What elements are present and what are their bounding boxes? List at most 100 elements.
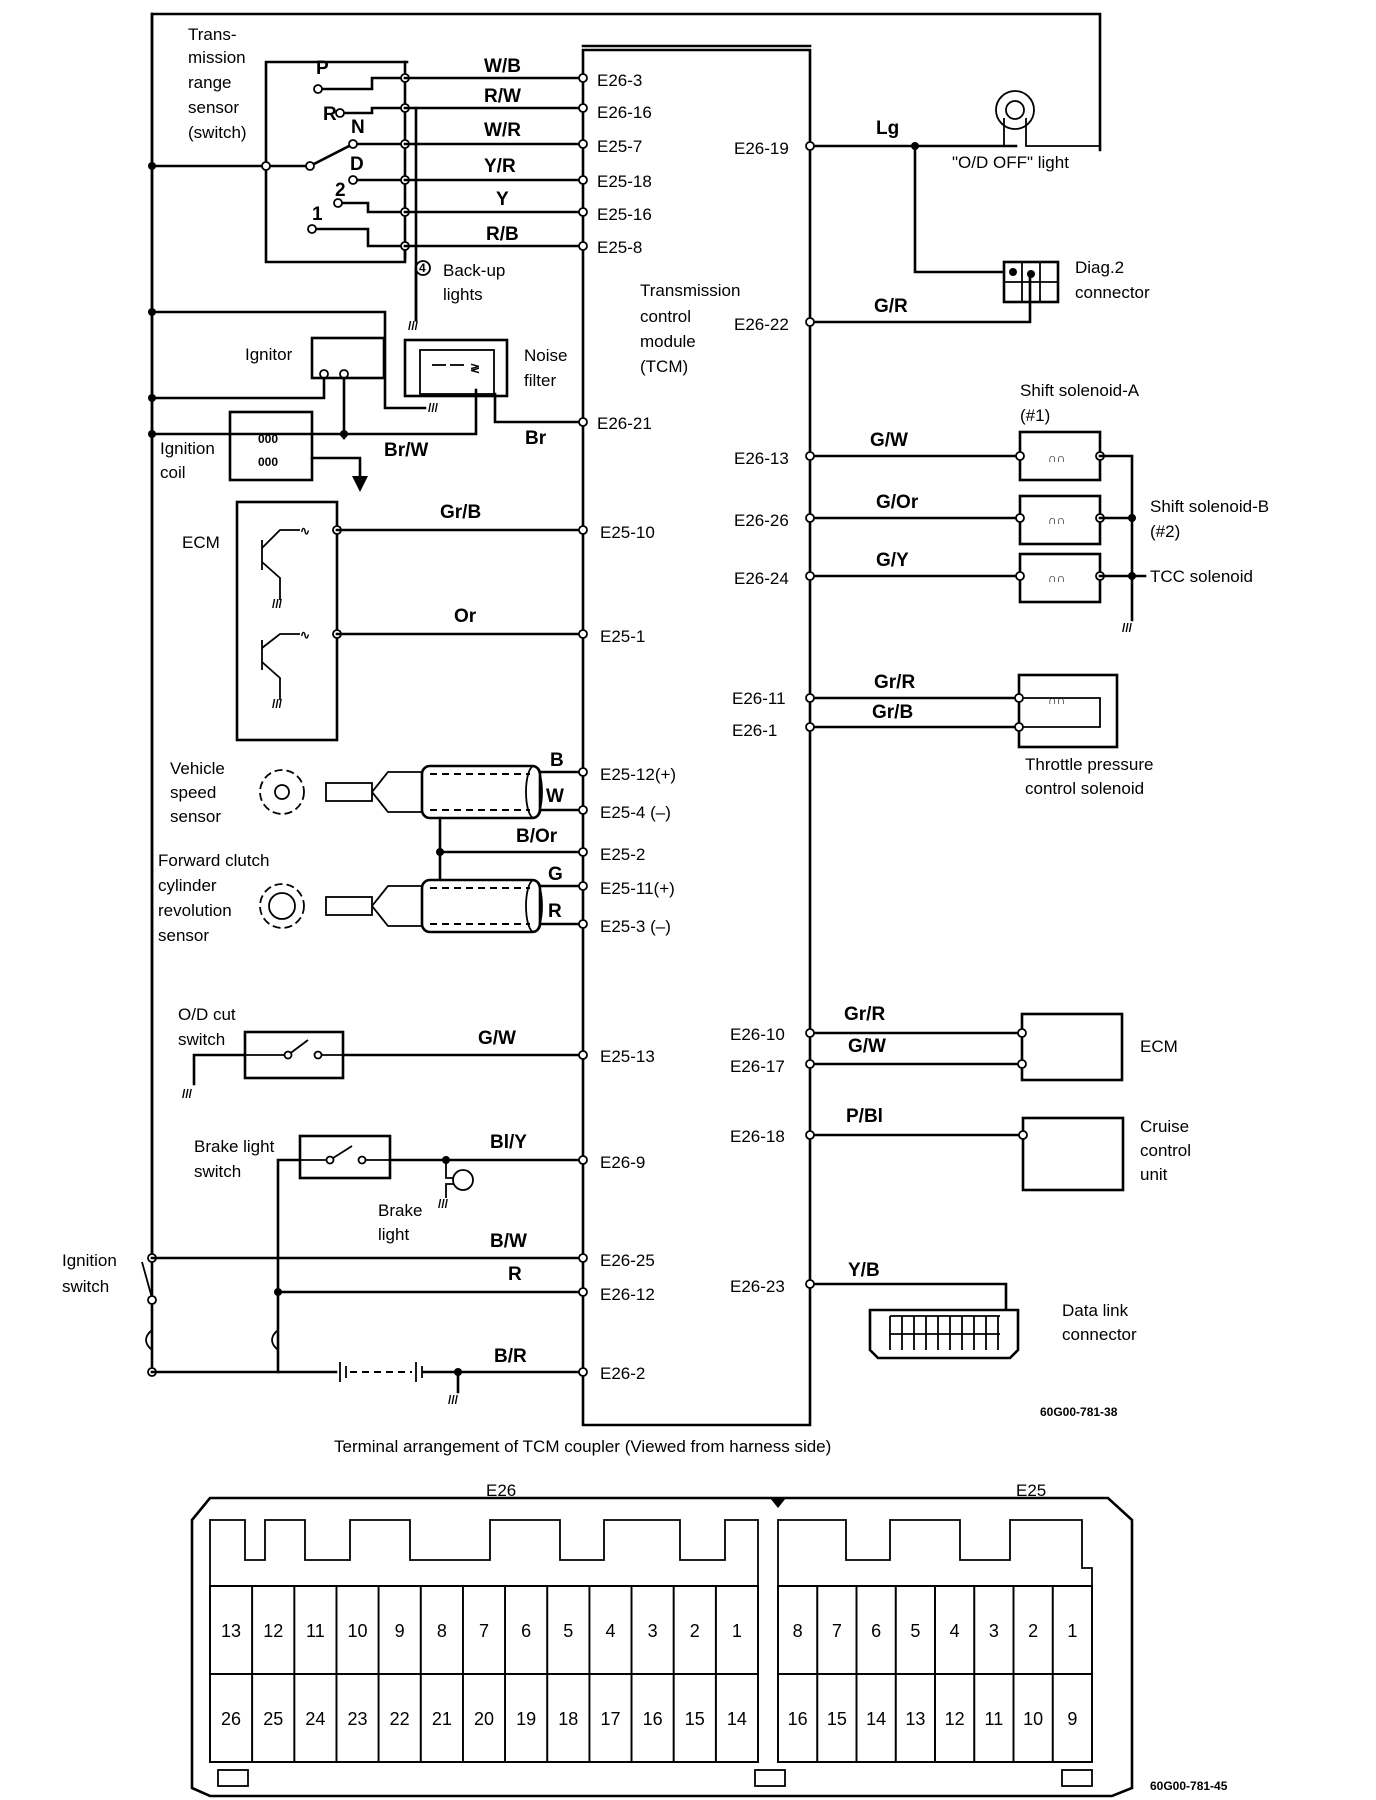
fuse-icon: [271, 1300, 279, 1372]
wire-color-label: B/R: [494, 1346, 527, 1367]
throttle-label-1: Throttle pressure: [1025, 755, 1154, 774]
terminal-number: 24: [305, 1709, 325, 1729]
forward-clutch-sensor: Forward clutch cylinder revolution senso…: [158, 851, 675, 945]
terminal-label: E25-10: [600, 523, 655, 542]
tcm-title-3: module: [640, 332, 696, 351]
pos-p: P: [316, 58, 329, 79]
throttle-label-2: control solenoid: [1025, 779, 1144, 798]
svg-text:000: 000: [258, 455, 278, 469]
coil-icon: ∩∩: [1048, 451, 1065, 465]
brake-light-label-1: Brake: [378, 1201, 422, 1220]
terminal-label: E26-23: [730, 1277, 785, 1296]
wire-color-label: R/W: [484, 86, 521, 107]
shift-solenoids: Shift solenoid-A (#1) ∩∩ ∩∩ ∩∩ /// Shift…: [734, 381, 1269, 635]
vehicle-speed-sensor: Vehicle speed sensor B W E25-12(+) E25-4…: [170, 750, 676, 826]
wire-color-label: Y: [496, 189, 509, 210]
terminal-label: E26-11: [732, 689, 786, 708]
terminal-number: 23: [348, 1709, 368, 1729]
terminal-label: E25-13: [600, 1047, 655, 1066]
terminal-number: 3: [989, 1621, 999, 1641]
fwd-clutch-label-4: sensor: [158, 926, 209, 945]
ground-icon: ///: [272, 597, 283, 611]
wire-color-label: Lg: [876, 118, 899, 139]
coil-icon: ∩∩: [1048, 513, 1065, 527]
range-sensor-label-4: sensor: [188, 98, 239, 117]
e26-label: E26: [486, 1481, 516, 1500]
terminal-label: E25-11(+): [600, 879, 675, 898]
terminal-number: 13: [905, 1709, 925, 1729]
range-sensor-label-3: range: [188, 73, 231, 92]
terminal-label: E26-2: [600, 1364, 645, 1383]
brake-light-label-2: light: [378, 1225, 409, 1244]
tcc-solenoid-label: TCC solenoid: [1150, 567, 1253, 586]
terminal-number: 9: [395, 1621, 405, 1641]
coil-icon: ∩∩: [1048, 693, 1065, 707]
tcm-title-2: control: [640, 307, 691, 326]
terminal-cell: [714, 1673, 759, 1763]
wire-color-label: Gr/B: [440, 502, 481, 523]
od-cut-switch: O/D cut switch /// G/W E25-13: [178, 1005, 655, 1101]
ignition-coil-label-1: Ignition: [160, 439, 215, 458]
terminal-label: E25-16: [597, 205, 652, 224]
terminal-label: E26-25: [600, 1251, 655, 1270]
ecm-left: ECM ∿ /// ∿ /// Gr/B Or E25-10 E25-1: [182, 500, 655, 742]
wire-color-label: G/W: [848, 1036, 886, 1057]
terminal-label: E26-21: [597, 414, 652, 433]
vss-label-3: sensor: [170, 807, 221, 826]
terminal-label: E26-3: [597, 71, 642, 90]
terminal-label: E25-3 (–): [600, 917, 671, 936]
wire-color-label: Gr/R: [844, 1004, 885, 1025]
od-off-light-label: "O/D OFF" light: [952, 153, 1069, 172]
terminal-number: 8: [437, 1621, 447, 1641]
vss-label-1: Vehicle: [170, 759, 225, 778]
range-sensor-label-2: mission: [188, 48, 246, 67]
ignitor-label: Ignitor: [245, 345, 293, 364]
terminal-number: 15: [685, 1709, 705, 1729]
ignitor: Ignitor: [148, 336, 386, 440]
terminal-label: E25-4 (–): [600, 803, 671, 822]
wire-color-label: P/Bl: [846, 1106, 883, 1127]
terminal-number: 1: [732, 1621, 742, 1641]
shift-a-label-1: Shift solenoid-A: [1020, 381, 1140, 400]
terminal-number: 21: [432, 1709, 452, 1729]
terminal-label: E26-13: [734, 449, 789, 468]
ignition-switch-label-2: switch: [62, 1277, 109, 1296]
transmission-range-sensor: Trans- mission range sensor (switch) P R…: [148, 25, 418, 322]
terminal-number: 15: [827, 1709, 847, 1729]
terminal-label: E25-7: [597, 137, 642, 156]
resistor-icon: ∿: [300, 628, 310, 642]
noise-filter-label-1: Noise: [524, 346, 567, 365]
terminal-label: E25-18: [597, 172, 652, 191]
terminal-label: E26-10: [730, 1025, 785, 1044]
cruise-label-3: unit: [1140, 1165, 1168, 1184]
terminal-number: 12: [263, 1621, 283, 1641]
wire-color-label: Br: [525, 428, 547, 449]
backup-lights-label-1: Back-up: [443, 261, 505, 280]
pos-n: N: [351, 117, 365, 138]
terminal-number: 22: [390, 1709, 410, 1729]
terminal-number: 2: [690, 1621, 700, 1641]
resistor-icon: ∿: [300, 524, 310, 538]
terminal-number: 7: [832, 1621, 842, 1641]
cruise-label-2: control: [1140, 1141, 1191, 1160]
terminal-number: 16: [643, 1709, 663, 1729]
fwd-clutch-label-1: Forward clutch: [158, 851, 269, 870]
terminal-label: E26-12: [600, 1285, 655, 1304]
terminal-label: E26-26: [734, 511, 789, 530]
range-sensor-label-5: (switch): [188, 123, 247, 142]
wire-color-label: B/W: [490, 1231, 527, 1252]
tcm-title-1: Transmission: [640, 281, 740, 300]
terminal-number: 9: [1067, 1709, 1077, 1729]
terminal-number: 16: [788, 1709, 808, 1729]
terminal-label: E26-18: [730, 1127, 785, 1146]
terminal-number: 25: [263, 1709, 283, 1729]
figure-code-bottom: 60G00-781-45: [1150, 1779, 1228, 1793]
figure-code-top: 60G00-781-38: [1040, 1405, 1118, 1419]
e25-label: E25: [1016, 1481, 1046, 1500]
ground-icon: ///: [448, 1393, 459, 1407]
wire-color-label: G/W: [870, 430, 908, 451]
terminal-label: E26-19: [734, 139, 789, 158]
wire-color-label: R/B: [486, 224, 519, 245]
vss-label-2: speed: [170, 783, 216, 802]
